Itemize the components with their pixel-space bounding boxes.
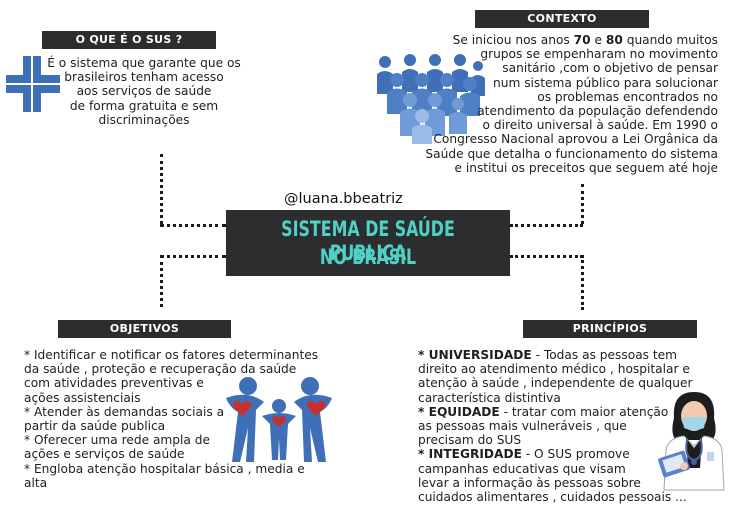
- o-que-e-line: É o sistema que garante que os: [47, 56, 241, 70]
- contexto-text-part: e: [590, 33, 606, 47]
- main-title-line-2: NO BRASIL: [319, 245, 417, 269]
- principios-text-part: as pessoas mais vulneráveis , que: [418, 419, 627, 434]
- connector-top-left-vertical: [160, 154, 163, 224]
- objetivos-line: * Oferecer uma rede ampla de: [24, 433, 211, 448]
- contexto-line: atendimento da população defendendo: [477, 104, 718, 119]
- objetivos-line: partir da saúde publica: [24, 419, 166, 434]
- connector-bottom-right-vertical: [581, 255, 584, 310]
- main-title-box: SISTEMA DE SAÚDE PUBLICA NO BRASIL: [226, 210, 510, 276]
- objetivos-line: da saúde , proteção e recuperação da saú…: [24, 362, 297, 377]
- contexto-line: grupos se empenharam no movimento: [480, 47, 718, 62]
- principios-text-part: - tratar com maior atenção: [499, 404, 669, 419]
- principios-text-part: - Todas as pessoas tem: [531, 348, 678, 362]
- principios-line: direito ao atendimento médico , hospital…: [418, 362, 708, 376]
- principios-line: as pessoas mais vulneráveis , que: [418, 419, 708, 433]
- principio-universidade: * UNIVERSIDADE: [418, 348, 532, 362]
- o-que-e-line: aos serviços de saúde: [76, 84, 212, 99]
- principios-line: cuidados alimentares , cuidados pessoais…: [418, 490, 708, 504]
- connector-top-right-vertical: [581, 184, 584, 224]
- contexto-line: Congresso Nacional aprovou a Lei Orgânic…: [433, 132, 718, 147]
- principios-line: * INTEGRIDADE - O SUS promove: [418, 447, 708, 461]
- principios-line: * EQUIDADE - tratar com maior atenção: [418, 405, 708, 419]
- connector-bottom-left-vertical: [160, 255, 163, 307]
- objetivos-line: * Identificar e notificar os fatores det…: [24, 348, 319, 362]
- objetivos-text: * Identificar e notificar os fatores det…: [24, 348, 344, 490]
- author-handle: @luana.bbeatriz: [284, 191, 403, 207]
- people-group-icon: [377, 54, 485, 144]
- o-que-e-line: discriminações: [98, 112, 190, 127]
- connector-bottom-right-horizontal: [510, 255, 583, 258]
- sus-cross-logo-icon: [6, 56, 60, 112]
- contexto-line: Saúde que detalha o funcionamento do sis…: [425, 146, 718, 161]
- principios-line: campanhas educativas que visam: [418, 462, 708, 476]
- contexto-line: os problemas encontrados no: [537, 89, 718, 104]
- label-principios: PRINCÍPIOS: [523, 320, 697, 338]
- principios-line: característica distintiva: [418, 391, 708, 405]
- principios-line: levar a informação às pessoas sobre: [418, 476, 708, 490]
- contexto-line: e institui os preceitos que seguem até h…: [454, 160, 718, 175]
- doctor-illustration-icon: [658, 392, 725, 491]
- principios-line: * UNIVERSIDADE - Todas as pessoas tem: [418, 348, 708, 362]
- objetivos-line: ações assistenciais: [24, 390, 141, 405]
- contexto-line-1: Se iniciou nos anos 70 e 80 quando muito…: [418, 33, 718, 47]
- principios-text-part: atenção à saúde , independente de qualqu…: [418, 376, 693, 391]
- principio-integridade: * INTEGRIDADE: [418, 447, 522, 462]
- principios-text-part: precisam do SUS: [418, 433, 522, 448]
- connector-top-left-horizontal: [160, 224, 226, 227]
- contexto-text-part: Se iniciou nos anos: [452, 33, 574, 47]
- contexto-text: Se iniciou nos anos 70 e 80 quando muito…: [418, 33, 718, 175]
- label-objetivos: OBJETIVOS: [58, 320, 231, 338]
- main-title-line-1: SISTEMA DE SAÚDE PUBLICA: [281, 217, 455, 265]
- objetivos-line: alta: [24, 475, 48, 490]
- principio-equidade: * EQUIDADE: [418, 404, 500, 419]
- label-contexto: CONTEXTO: [475, 10, 649, 28]
- objetivos-line: * Engloba atenção hospitalar básica , me…: [24, 461, 305, 476]
- principios-text-part: campanhas educativas que visam: [418, 461, 626, 476]
- o-que-e-text: É o sistema que garante que os brasileir…: [38, 56, 250, 127]
- principios-text-part: levar a informação às pessoas sobre: [418, 475, 641, 490]
- o-que-e-line: brasileiros tenham acesso: [64, 70, 224, 85]
- objetivos-line: com atividades preventivas e: [24, 376, 204, 391]
- principios-line: precisam do SUS: [418, 433, 708, 447]
- objetivos-line: * Atender às demandas sociais a: [24, 404, 225, 419]
- label-o-que-e-o-sus: O QUE É O SUS ?: [42, 31, 216, 49]
- connector-bottom-left-horizontal: [160, 255, 226, 258]
- principios-line: atenção à saúde , independente de qualqu…: [418, 376, 708, 390]
- contexto-year-70: 70: [573, 33, 591, 47]
- principios-text-part: cuidados alimentares , cuidados pessoais…: [418, 490, 687, 505]
- objetivos-line: ações e serviços de saúde: [24, 447, 185, 462]
- contexto-text-part: quando muitos: [622, 33, 718, 47]
- principios-text-part: característica distintiva: [418, 390, 561, 405]
- principios-text-part: - O SUS promove: [521, 447, 630, 462]
- contexto-line: num sistema público para solucionar: [493, 75, 718, 90]
- contexto-line: sanitário ,com o objetivo de pensar: [502, 61, 718, 76]
- contexto-line: o direito universal à saúde. Em 1990 o: [482, 118, 718, 133]
- principios-text-part: direito ao atendimento médico , hospital…: [418, 362, 690, 377]
- connector-top-right-horizontal: [510, 224, 583, 227]
- o-que-e-line: de forma gratuita e sem: [69, 98, 219, 113]
- contexto-year-80: 80: [605, 33, 623, 47]
- family-hearts-icon: [226, 377, 332, 462]
- principios-text: * UNIVERSIDADE - Todas as pessoas tem di…: [418, 348, 708, 504]
